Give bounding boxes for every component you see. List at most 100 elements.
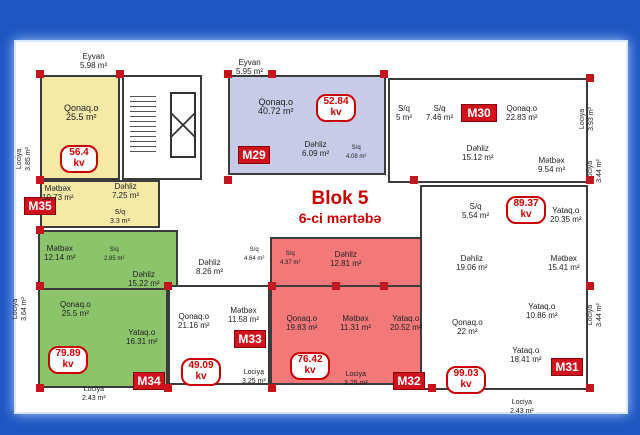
- area-unit: kv: [304, 365, 316, 376]
- column: [224, 70, 232, 78]
- column: [428, 384, 436, 392]
- column: [36, 226, 44, 234]
- column: [410, 176, 418, 184]
- area-value: 76.42: [297, 354, 323, 365]
- area-value: 89.37: [513, 198, 539, 209]
- column: [36, 70, 44, 78]
- block-name: Blok 5: [311, 188, 369, 209]
- column: [586, 282, 594, 290]
- column: [36, 176, 44, 184]
- column: [224, 176, 232, 184]
- apartment-code-m33: M33: [234, 330, 266, 348]
- area-unit: kv: [62, 359, 74, 370]
- column: [332, 282, 340, 290]
- area-unit: kv: [73, 158, 85, 169]
- elevator-shaft: [170, 92, 196, 158]
- apartment-code-m35: M35: [24, 197, 56, 215]
- area-value: 56.4: [69, 147, 89, 158]
- area-value: 99.03: [453, 368, 479, 379]
- area-unit: kv: [520, 209, 532, 220]
- apartment-m30-zone: [388, 78, 588, 183]
- area-value: 79.89: [55, 348, 81, 359]
- column: [586, 176, 594, 184]
- column: [268, 282, 276, 290]
- column: [380, 70, 388, 78]
- column: [164, 384, 172, 392]
- stairs: [130, 96, 156, 156]
- column: [586, 384, 594, 392]
- apartment-code-m29: M29: [238, 146, 270, 164]
- area-unit: kv: [330, 107, 342, 118]
- column: [36, 384, 44, 392]
- column: [586, 74, 594, 82]
- area-value: 52.84: [323, 96, 349, 107]
- apartment-code-m30: M30: [461, 104, 497, 122]
- apartment-code-m34: M34: [133, 372, 165, 390]
- column: [164, 282, 172, 290]
- floor-name: 6-ci mərtəbə: [298, 210, 382, 226]
- column: [268, 70, 276, 78]
- column: [268, 384, 276, 392]
- column: [36, 282, 44, 290]
- apartment-code-m31: M31: [551, 358, 583, 376]
- area-unit: kv: [460, 379, 472, 390]
- block-title: Blok 5 6-ci mərtəbə: [285, 188, 395, 226]
- area-value: 49.09: [188, 360, 214, 371]
- column: [116, 70, 124, 78]
- apartment-code-m32: M32: [393, 372, 425, 390]
- area-unit: kv: [195, 371, 207, 382]
- column: [380, 282, 388, 290]
